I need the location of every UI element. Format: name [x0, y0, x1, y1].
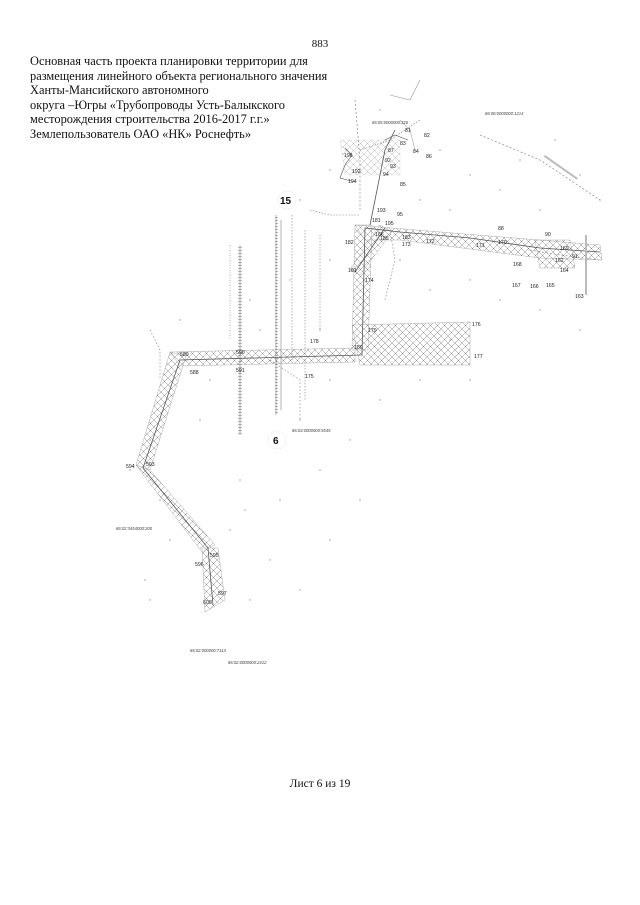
point-label: 591: [236, 368, 245, 374]
title-line: Землепользователь ОАО «НК» Роснефть»: [30, 126, 252, 141]
point-label: 164: [560, 268, 569, 274]
point-label: 91: [572, 254, 578, 260]
point-labels: 81 82 83 84 85 86 87 88 90 91 92 93 94 9…: [126, 128, 584, 606]
point-label: 83: [400, 141, 406, 147]
pipeline-centerline: [142, 129, 601, 606]
pipeline-corridor: [135, 139, 603, 613]
point-label: 168: [513, 262, 522, 268]
point-label: 596: [195, 562, 204, 568]
sheet-label-6: 6: [273, 436, 279, 447]
point-label: 195: [385, 221, 394, 227]
cadastral-labels: 86:08:0000000:1214 86:05:0000000:326 86:…: [116, 111, 524, 665]
road-labels: [543, 155, 587, 295]
cadastral-label: 86:05:0000000:326: [372, 120, 409, 125]
sheet-labels: 15 6: [267, 190, 297, 450]
point-label: 180: [354, 345, 363, 351]
point-label: 594: [126, 464, 135, 470]
point-label: 588: [190, 370, 199, 376]
point-label: 94: [383, 172, 389, 178]
point-label: 165: [546, 283, 555, 289]
point-label: 194: [348, 179, 357, 185]
point-label: 170: [498, 240, 507, 246]
point-label: 93: [390, 164, 396, 170]
point-label: 186: [375, 232, 384, 238]
point-label: 87: [388, 148, 394, 154]
document-title: Основная часть проекта планировки террит…: [30, 54, 360, 142]
point-label: 183: [402, 235, 411, 241]
sheet-footer: Лист 6 из 19: [289, 778, 351, 790]
cadastral-label: 86:08:0000000:1214: [485, 111, 524, 116]
point-label: 178: [310, 339, 319, 345]
point-label: 181: [372, 218, 381, 224]
point-label: 163: [575, 294, 584, 300]
point-label: 161: [348, 268, 357, 274]
point-label: 172: [426, 239, 435, 245]
point-label: 166: [530, 284, 539, 290]
corridor-lines: [229, 215, 321, 435]
cadastral-label: 86:03:0000000:5545: [292, 428, 331, 433]
point-label: 85: [400, 182, 406, 188]
point-label: 193: [377, 208, 386, 214]
title-line: Ханты-Мансийского автономного: [30, 83, 209, 98]
point-label: 162: [555, 258, 564, 264]
point-label: 175: [305, 374, 314, 380]
point-label: 173: [402, 242, 411, 248]
point-label: 95: [397, 212, 403, 218]
point-label: 171: [476, 243, 485, 249]
cadastral-label: 86:02:0000000:2412: [228, 660, 267, 665]
point-label: 167: [512, 283, 521, 289]
point-label: 182: [345, 240, 354, 246]
point-label: 590: [236, 350, 245, 356]
point-label: 90: [545, 232, 551, 238]
title-line: Основная часть проекта планировки террит…: [30, 54, 308, 68]
cadastral-label: 86:02:3454000:200: [116, 526, 153, 531]
point-label: 82: [424, 133, 430, 139]
point-label: 185: [380, 236, 389, 242]
point-label: 176: [472, 322, 481, 328]
point-label: 88: [498, 226, 504, 232]
point-label: 92: [385, 158, 391, 164]
parcel-upper: [339, 134, 409, 183]
point-label: 177: [474, 354, 483, 360]
point-label: 600: [203, 600, 212, 606]
point-label: 179: [368, 328, 377, 334]
point-label: 589: [180, 352, 189, 358]
sheet-label-15: 15: [280, 196, 292, 207]
title-line: размещения линейного объекта регионально…: [30, 68, 328, 83]
page-number: 883: [311, 38, 329, 50]
point-label: 597: [218, 591, 227, 597]
point-label: 81: [405, 128, 411, 134]
title-line: округа –Югры «Трубопроводы Усть-Балыкско…: [30, 97, 285, 112]
point-label: 593: [146, 462, 155, 468]
point-label: 169: [560, 246, 569, 252]
point-label: 192: [352, 169, 361, 175]
title-line: месторождения строительства 2016-2017 г.…: [30, 112, 270, 127]
point-label: 196: [344, 153, 353, 159]
cadastral-label: 86:02:000000:7113: [190, 648, 226, 653]
point-label: 174: [365, 278, 374, 284]
point-label: 86: [426, 154, 432, 160]
point-label: 84: [413, 149, 419, 155]
point-label: 595: [210, 553, 219, 559]
